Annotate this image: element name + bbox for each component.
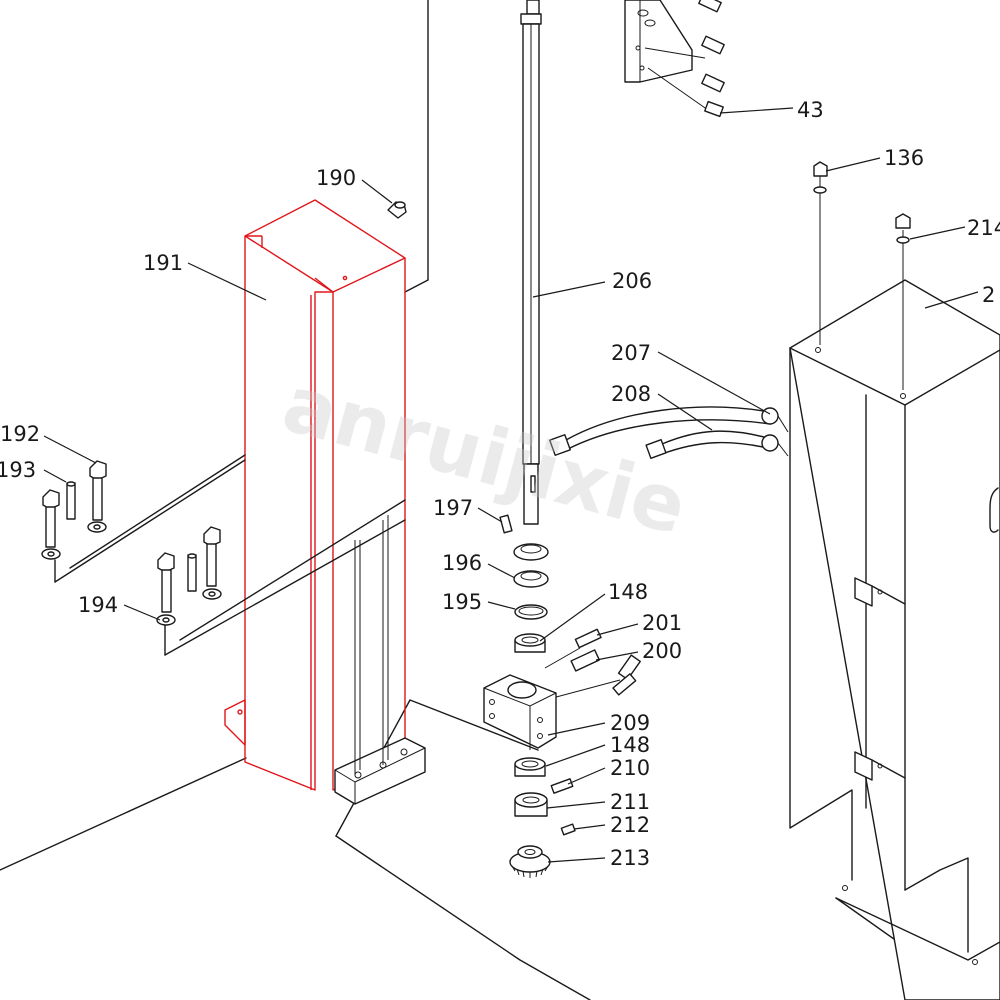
column-base-foot: [334, 515, 426, 805]
callout-210: 210: [610, 756, 650, 780]
callout-209: 209: [610, 711, 650, 735]
bearing-196-pair: [513, 543, 549, 588]
callout-208: 208: [611, 382, 651, 406]
callout-148-upper: 148: [608, 580, 648, 604]
bearing-148-lower: [514, 757, 546, 777]
callout-43: 43: [797, 98, 824, 122]
callout-196: 196: [442, 551, 482, 575]
frame-rails: [54, 454, 406, 656]
callout-labels: 43 136 214 2 190 191 206 207 208 192 193…: [0, 98, 1000, 870]
bolts-200-201: [544, 628, 641, 701]
bearing-housing-209: [483, 674, 557, 750]
callout-194: 194: [78, 593, 118, 617]
pin-210: [550, 778, 574, 794]
collar-211: [514, 792, 548, 817]
callout-197: 197: [433, 496, 473, 520]
callout-195: 195: [442, 590, 482, 614]
grease-fitting-190: [387, 201, 407, 219]
callout-200: 200: [642, 639, 682, 663]
callout-211: 211: [610, 790, 650, 814]
sprocket-213: [509, 845, 551, 878]
callout-213: 213: [610, 846, 650, 870]
bolt-set-194: [156, 526, 222, 626]
right-cabinet: [789, 161, 1000, 1000]
callout-207: 207: [611, 341, 651, 365]
callout-191: 191: [143, 251, 183, 275]
callout-212: 212: [610, 813, 650, 837]
callout-193: 193: [0, 458, 36, 482]
lead-screw: [520, 0, 542, 525]
hoses-207-208: [549, 406, 789, 460]
top-mount-plate: [624, 0, 725, 118]
column-191-highlighted: [224, 199, 406, 791]
ring-195: [514, 604, 548, 620]
callout-206: 206: [612, 269, 652, 293]
callout-148-lower: 148: [610, 733, 650, 757]
callout-201: 201: [642, 611, 682, 635]
callout-2: 2: [982, 283, 995, 307]
callout-192: 192: [0, 422, 40, 446]
key-197: [499, 514, 513, 534]
callout-136: 136: [884, 146, 924, 170]
callout-214: 214: [967, 216, 1000, 240]
bolt-set-192-193: [41, 460, 107, 560]
callout-190: 190: [316, 166, 356, 190]
leader-lines: [43, 107, 979, 863]
bearing-148-upper: [514, 633, 546, 653]
set-screw-212: [560, 823, 576, 836]
